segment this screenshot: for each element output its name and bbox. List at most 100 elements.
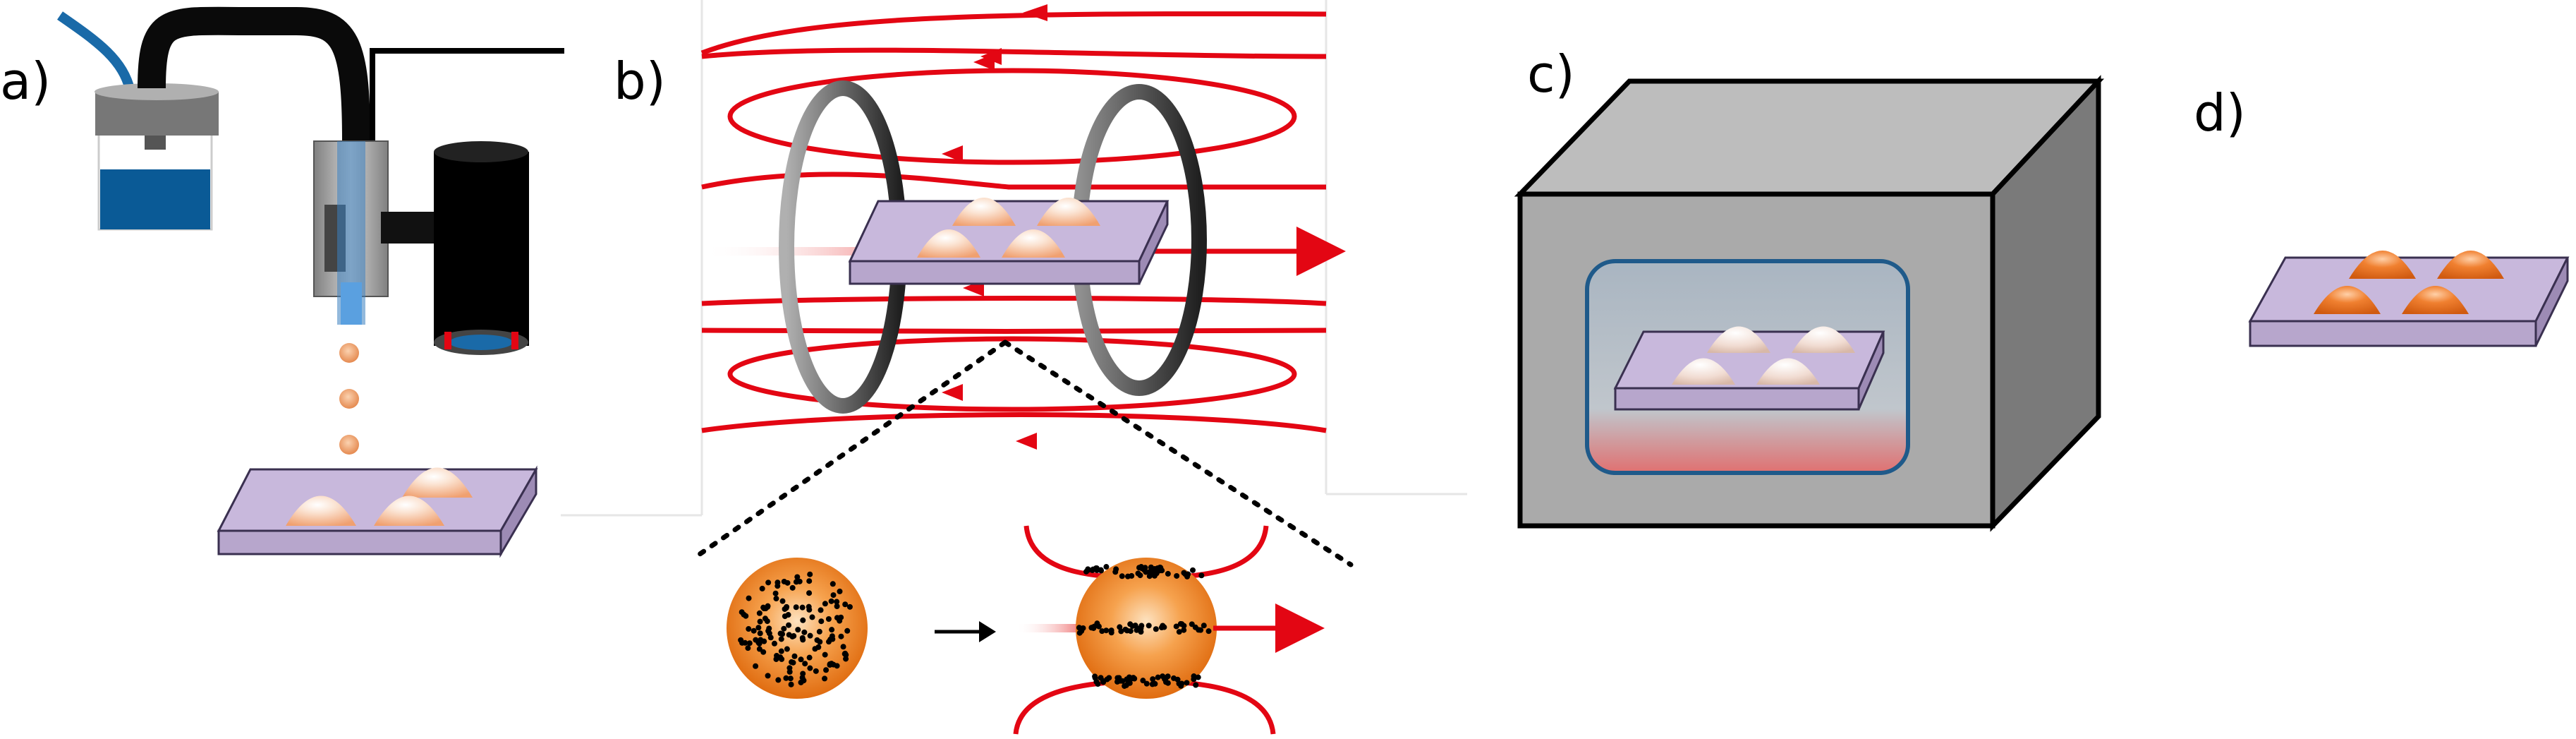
- particle-dot: [1149, 681, 1155, 687]
- nozzle: [313, 140, 437, 325]
- particle-dot: [829, 627, 835, 633]
- panel-b: b): [561, 0, 1467, 735]
- field-line: [700, 11, 1327, 56]
- particle-dot: [789, 659, 795, 666]
- panel-d: d): [2194, 83, 2570, 347]
- particle-dot: [1201, 623, 1207, 629]
- particle-dot: [1162, 679, 1169, 685]
- substrate-b: [848, 198, 1169, 285]
- particle-dot: [783, 675, 789, 681]
- particle-dot: [842, 601, 849, 608]
- particle-dot: [738, 637, 744, 643]
- particle-dot: [786, 632, 792, 638]
- particle-dot: [1095, 681, 1101, 687]
- particle-dot: [827, 661, 833, 667]
- particle-dot: [771, 640, 777, 647]
- droplet: [1672, 358, 1735, 385]
- particle-dot: [1119, 573, 1125, 579]
- particle-dot: [746, 595, 752, 601]
- particle-dot: [1098, 675, 1104, 681]
- particle-dot: [846, 603, 853, 610]
- particle-dot: [779, 598, 786, 604]
- particle-dot: [1112, 569, 1119, 575]
- particle-dot: [834, 599, 840, 605]
- particle-dot: [753, 637, 759, 643]
- particle-dot: [809, 614, 815, 620]
- particle-dot: [1165, 570, 1171, 577]
- droplet: [2314, 286, 2381, 314]
- particle-dot: [739, 609, 745, 615]
- droplet: [2402, 286, 2469, 314]
- particle-dot: [799, 635, 806, 641]
- particle-dot: [778, 636, 784, 642]
- particle-dot: [753, 663, 759, 669]
- particle-dot: [789, 584, 796, 591]
- particle-dot: [806, 603, 812, 610]
- particle-dot: [793, 579, 799, 585]
- particle-dot: [756, 610, 763, 616]
- particle-dot: [1153, 626, 1159, 632]
- particle-dot: [757, 630, 763, 637]
- particle-dot: [1094, 620, 1100, 627]
- particle-dot: [816, 628, 822, 635]
- particle-dot: [822, 601, 828, 607]
- supply-tube: [57, 11, 135, 93]
- particle-dot: [760, 604, 767, 611]
- particle-dot: [1138, 564, 1144, 570]
- droplet: [1792, 326, 1855, 353]
- particle-dot: [1159, 567, 1165, 574]
- particle-dot: [840, 644, 846, 650]
- particle-dot: [1143, 680, 1150, 687]
- substrate-d: [2248, 251, 2570, 347]
- particle-dot: [817, 639, 823, 645]
- particle-dot: [1193, 682, 1199, 688]
- particle-dot: [788, 681, 794, 687]
- particle-dot: [798, 656, 804, 663]
- magnetic-field-lines: [700, 4, 1327, 450]
- particle-dot: [1184, 680, 1190, 686]
- particle-dot: [1155, 674, 1161, 680]
- particle-dot: [1174, 572, 1180, 579]
- panel-c-label: c): [1527, 44, 1575, 104]
- particle-dot: [1179, 621, 1185, 627]
- particle-dot: [1103, 627, 1110, 634]
- falling-drop: [339, 435, 359, 455]
- particle-chains: [1076, 564, 1212, 689]
- particle-dot: [801, 629, 808, 635]
- particle-dot: [1181, 627, 1187, 633]
- particle-dot: [787, 675, 794, 682]
- particle-dot: [1100, 679, 1107, 685]
- particle-dot: [1190, 567, 1196, 573]
- particle-dot: [806, 578, 813, 584]
- particle-dot: [1191, 673, 1197, 680]
- field-line: [701, 328, 1327, 334]
- particle-dot: [777, 654, 784, 661]
- particle-dot: [800, 617, 806, 623]
- droplet: [1756, 358, 1820, 385]
- particle-dot: [784, 603, 790, 610]
- particle-dot: [779, 631, 786, 637]
- particle-dot: [761, 638, 767, 644]
- particle-dot: [1151, 572, 1158, 579]
- particle-dot: [830, 592, 837, 599]
- particle-dot: [775, 677, 782, 683]
- droplet: [917, 229, 980, 258]
- particle-dot: [1185, 571, 1191, 577]
- particle-dot: [759, 585, 765, 591]
- particle-dot: [1146, 623, 1152, 629]
- particle-dot: [1205, 628, 1212, 635]
- field-line: [701, 47, 1327, 59]
- particle-dot: [746, 626, 752, 632]
- field-line: [701, 296, 1327, 306]
- particle-dot: [786, 622, 792, 628]
- particle-dot: [834, 663, 840, 669]
- particle-dot: [1161, 624, 1167, 630]
- particle-dot: [807, 571, 813, 577]
- particle-dot: [755, 625, 762, 631]
- particle-dot: [822, 651, 828, 658]
- particle-dot: [760, 649, 767, 655]
- particle-dot: [1134, 627, 1140, 633]
- particle-dot: [812, 646, 818, 652]
- particle-dot: [781, 625, 787, 632]
- particle-dot: [1108, 627, 1114, 634]
